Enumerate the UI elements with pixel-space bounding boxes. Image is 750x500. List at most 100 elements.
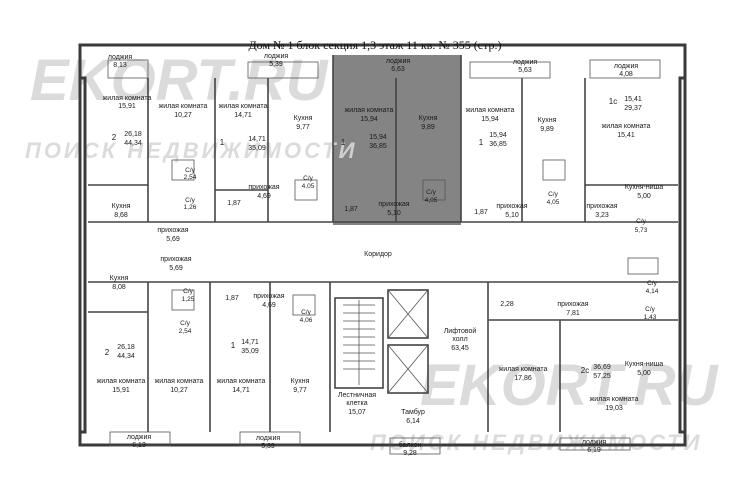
- label-living-area: 15,41: [624, 96, 642, 103]
- label-area: 4,05: [547, 199, 560, 206]
- label-area: 15,91: [112, 387, 130, 394]
- watermark-tagline-lower: ПОИСК НЕДВИЖИМОСТИ: [370, 430, 702, 455]
- label-kitchen: Кухня: [538, 117, 557, 124]
- label-living-area: 26,18: [124, 131, 142, 138]
- label-area: 6,13: [132, 442, 146, 449]
- label-loggia: лоджия: [582, 439, 607, 446]
- label-area: 63,45: [451, 345, 469, 352]
- label-area: 9,77: [293, 387, 307, 394]
- label-total-area: 36,85: [489, 141, 507, 148]
- label-area: 1,43: [644, 314, 657, 321]
- label-area: 15,94: [481, 116, 499, 123]
- label-apt-number: 1: [220, 138, 225, 147]
- label-area: 4,69: [257, 193, 271, 200]
- label-area: 4,69: [262, 302, 276, 309]
- label-area: 3,23: [595, 212, 609, 219]
- label-room: жилая комната: [155, 378, 204, 385]
- label-area: 9,28: [403, 450, 417, 457]
- label-area: 1,87: [474, 209, 488, 216]
- label-hallway: прихожая: [496, 203, 527, 210]
- label-apt-number: 2с: [581, 366, 589, 375]
- label-loggia: лоджия: [264, 53, 289, 60]
- label-area: 9,77: [296, 124, 310, 131]
- label-area: 1,87: [225, 295, 239, 302]
- label-area: 5,39: [261, 443, 275, 450]
- label-area: 4,05: [425, 197, 438, 204]
- label-room: жилая комната: [217, 378, 266, 385]
- label-kitchen: Кухня: [110, 275, 129, 282]
- label-area: 14,71: [234, 112, 252, 119]
- label-total-area: 44,34: [117, 353, 135, 360]
- label-total-area: 35,09: [241, 348, 259, 355]
- label-hallway: прихожая: [157, 227, 188, 234]
- watermark-tagline: ПОИСК НЕДВИЖИМОСТИ: [25, 138, 357, 163]
- label-area: 4,14: [646, 288, 659, 295]
- label-lift-hall: холл: [452, 336, 467, 343]
- label-room: жилая комната: [499, 366, 548, 373]
- label-area: 6,63: [391, 66, 405, 73]
- label-total-area: 36,85: [369, 143, 387, 150]
- label-area: 9,89: [421, 124, 435, 131]
- label-total-area: 57,25: [593, 373, 611, 380]
- label-living-area: 14,71: [241, 339, 259, 346]
- label-stairwell: клетка: [346, 400, 367, 407]
- label-loggia: лоджия: [256, 435, 281, 442]
- label-lift-hall: Лифтовой: [444, 327, 477, 335]
- label-area: 5,39: [269, 61, 283, 68]
- label-bathroom: С/у: [185, 167, 196, 174]
- label-hallway: прихожая: [253, 293, 284, 300]
- label-room: жилая комната: [466, 107, 515, 114]
- label-area: 5,63: [518, 67, 532, 74]
- label-bathroom: С/у: [426, 189, 437, 196]
- stairs: [343, 300, 375, 385]
- label-balcony: балкон: [399, 441, 422, 449]
- label-corridor: Коридор: [364, 251, 392, 258]
- highlighted-apartment: [333, 55, 461, 225]
- label-stairwell: Лестничная: [338, 392, 376, 399]
- label-bathroom: С/у: [645, 306, 656, 313]
- label-apt-number: 1: [341, 138, 346, 147]
- label-area: 4,06: [300, 317, 313, 324]
- label-area: 9,89: [540, 126, 554, 133]
- label-kitchen-niche: Кухня-ниша: [625, 184, 663, 191]
- label-area: 5,00: [637, 370, 651, 377]
- label-loggia: лоджия: [614, 63, 639, 70]
- label-room: жилая комната: [159, 103, 208, 110]
- label-bathroom: С/у: [647, 280, 658, 287]
- plan-title: Дом № 1 блок секция 1,3 этаж 11 кв. № 35…: [248, 38, 502, 52]
- label-area: 7,81: [566, 310, 580, 317]
- label-apt-number: 2: [112, 133, 117, 142]
- label-hallway: прихожая: [378, 201, 409, 208]
- label-area: 15,91: [118, 103, 136, 110]
- label-bathroom: С/у: [301, 309, 312, 316]
- label-kitchen: Кухня: [112, 203, 131, 210]
- label-area: 2,54: [184, 174, 197, 181]
- label-living-area: 15,94: [489, 132, 507, 139]
- label-area: 10,27: [170, 387, 188, 394]
- label-room: жилая комната: [590, 396, 639, 403]
- watermark-brand-lower: EKORT.RU: [420, 353, 720, 418]
- label-loggia: лоджия: [386, 58, 411, 65]
- label-area: 5,73: [635, 227, 648, 234]
- label-bathroom: С/у: [183, 288, 194, 295]
- label-room: жилая комната: [219, 103, 268, 110]
- label-living-area: 14,71: [248, 136, 266, 143]
- label-area: 15,94: [360, 116, 378, 123]
- label-room: жилая комната: [345, 107, 394, 114]
- label-area: 8,13: [113, 62, 127, 69]
- label-loggia: лоджия: [108, 54, 133, 61]
- label-total-area: 29,37: [624, 105, 642, 112]
- label-area: 17,86: [514, 375, 532, 382]
- label-bathroom: С/у: [303, 175, 314, 182]
- label-area: 5,10: [505, 212, 519, 219]
- label-living-area: 26,18: [117, 344, 135, 351]
- label-area: 2,54: [179, 328, 192, 335]
- label-area: 8,68: [114, 212, 128, 219]
- label-apt-number: 1: [231, 341, 236, 350]
- label-living-area: 15,94: [369, 134, 387, 141]
- label-bathroom: С/у: [636, 218, 647, 225]
- label-kitchen: Кухня: [294, 115, 313, 122]
- label-bathroom: С/у: [180, 320, 191, 327]
- label-loggia: лоджия: [127, 434, 152, 441]
- label-loggia: лоджия: [513, 59, 538, 66]
